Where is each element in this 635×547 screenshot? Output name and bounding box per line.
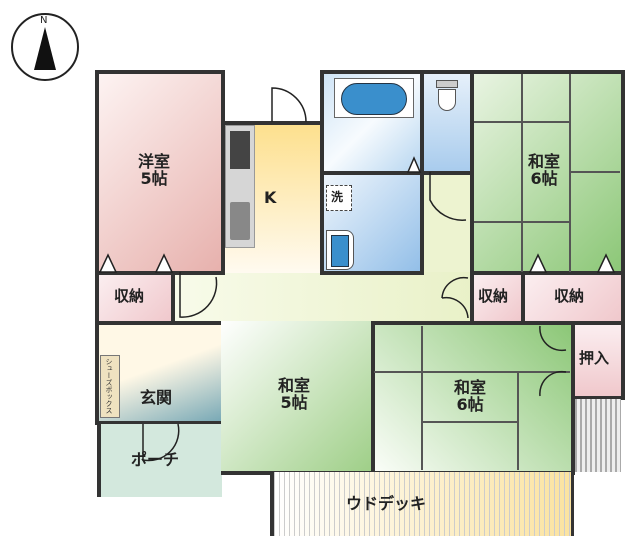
storage-mid-label: 収納 [478, 287, 509, 305]
japanese-room-se [371, 321, 575, 475]
stove-icon [230, 131, 250, 169]
entrance-label: 玄関 [140, 388, 173, 407]
closet-markers [98, 156, 616, 273]
washing-machine-spot: 洗 [326, 185, 352, 211]
toilet [420, 70, 476, 175]
closet [571, 321, 625, 400]
closet-label: 押入 [579, 349, 610, 367]
compass [11, 13, 79, 81]
shoe-box: シューズボックス [100, 355, 120, 418]
door-swings [142, 87, 567, 462]
stove-counter [225, 125, 255, 248]
porch [97, 424, 222, 497]
wood-deck-label: ウドデッキ [346, 494, 427, 513]
washbasin-icon [326, 230, 354, 270]
tatami-lines [374, 74, 620, 470]
kitchen-label: K [264, 188, 277, 207]
wood-deck [270, 472, 574, 536]
hallway [172, 272, 472, 322]
storage-right-label: 収納 [554, 287, 585, 305]
washroom: 洗 [320, 171, 424, 275]
bathroom [320, 70, 424, 175]
hall-east [420, 172, 472, 272]
porch-label: ポーチ [131, 450, 180, 469]
toilet-icon [436, 80, 458, 112]
storage-left-label: 収納 [114, 287, 145, 305]
veranda-hatch [575, 399, 621, 472]
bathtub-icon [334, 78, 414, 118]
north-label: N [40, 15, 48, 26]
sink-icon [230, 202, 250, 240]
